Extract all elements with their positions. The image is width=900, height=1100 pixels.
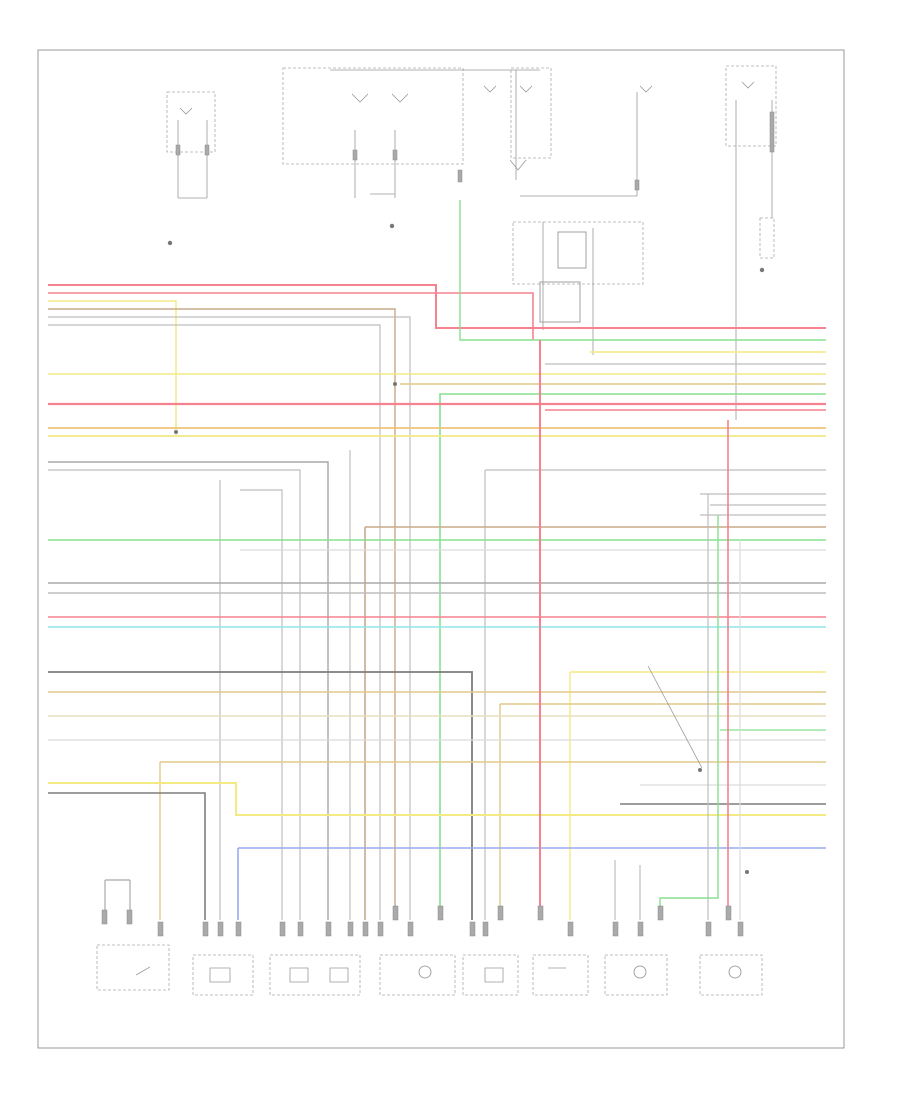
- connector-right: [759, 217, 775, 259]
- diagram-border: [37, 49, 845, 1049]
- connector-pins: [101, 905, 744, 937]
- fuse-box-center: [282, 67, 464, 165]
- relay-box: [512, 221, 644, 285]
- splice-points: [167, 223, 765, 874]
- relay-lower: [539, 281, 581, 323]
- fuse-box-right: [510, 67, 552, 159]
- fuse-box-far-right: [725, 65, 777, 147]
- bus-wires: [48, 200, 826, 920]
- leader-line: [647, 665, 703, 769]
- fuse-box-left: [166, 91, 216, 153]
- relay-component: [557, 231, 587, 269]
- top-components: [166, 65, 777, 420]
- top-connector-pins: [175, 111, 775, 191]
- bottom-components: [96, 944, 763, 996]
